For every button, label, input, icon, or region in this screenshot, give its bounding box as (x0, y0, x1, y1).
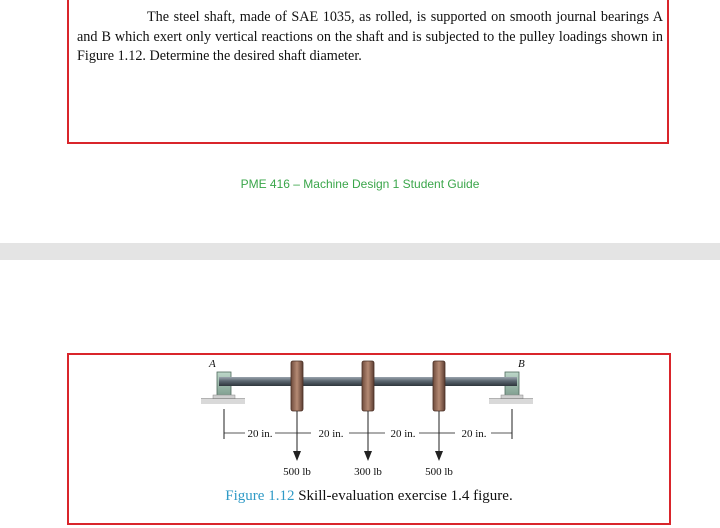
dimension-label-3: 20 in. (390, 428, 415, 440)
pulley-1 (290, 360, 304, 412)
document-page-2: A B (0, 260, 720, 528)
bearing-b (489, 371, 533, 404)
load-arrow-2 (364, 451, 372, 461)
problem-statement-box: The steel shaft, made of SAE 1035, as ro… (67, 0, 669, 144)
load-label-1: 500 lb (283, 466, 311, 478)
load-arrows (293, 451, 443, 461)
bearing-a (201, 371, 245, 404)
pulley-2 (361, 360, 375, 412)
page-separator (0, 243, 720, 260)
figure-caption-text: Skill-evaluation exercise 1.4 figure. (298, 488, 513, 504)
figure-caption: Figure 1.12 Skill-evaluation exercise 1.… (69, 488, 669, 505)
load-label-2: 300 lb (354, 466, 382, 478)
dimension-label-1: 20 in. (247, 428, 272, 440)
page-footer: PME 416 – Machine Design 1 Student Guide (240, 177, 480, 191)
load-label-3: 500 lb (425, 466, 453, 478)
bearing-b-label: B (518, 358, 525, 370)
figure-box: A B (67, 353, 671, 525)
load-arrow-1 (293, 451, 301, 461)
document-page-1: The steel shaft, made of SAE 1035, as ro… (0, 0, 720, 243)
shaft-diagram: A B (201, 358, 533, 478)
load-lines (223, 409, 513, 457)
dimension-label-2: 20 in. (318, 428, 343, 440)
load-arrow-3 (435, 451, 443, 461)
figure-caption-number: Figure 1.12 (225, 488, 295, 504)
bearing-a-label: A (208, 358, 216, 370)
problem-statement-text: The steel shaft, made of SAE 1035, as ro… (77, 9, 663, 64)
dimension-label-4: 20 in. (461, 428, 486, 440)
pulley-3 (432, 360, 446, 412)
